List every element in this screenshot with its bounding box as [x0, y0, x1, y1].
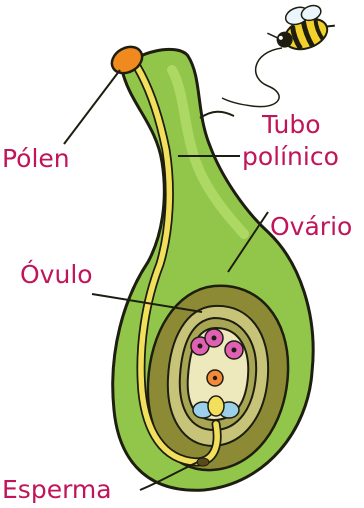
sperm-cell [197, 458, 209, 466]
label-pollen: Pólen [2, 146, 70, 171]
pollen-leader-line [64, 70, 120, 144]
label-ovary: Ovário [270, 214, 352, 239]
label-pollen-tube-line1: Tubo [262, 112, 320, 137]
bee-icon [263, 0, 339, 59]
polar-nucleus-dot [213, 376, 217, 380]
antipodal-nucleus [212, 336, 217, 341]
antipodal-nucleus [232, 348, 237, 353]
egg-cell [208, 396, 224, 416]
label-sperm: Esperma [2, 477, 112, 502]
label-pollen-tube-line2: polínico [242, 144, 339, 169]
antipodal-nucleus [198, 344, 203, 349]
tube-tip-flourish [200, 112, 234, 118]
label-ovule: Óvulo [20, 262, 93, 287]
bee-flight-path [222, 48, 282, 107]
